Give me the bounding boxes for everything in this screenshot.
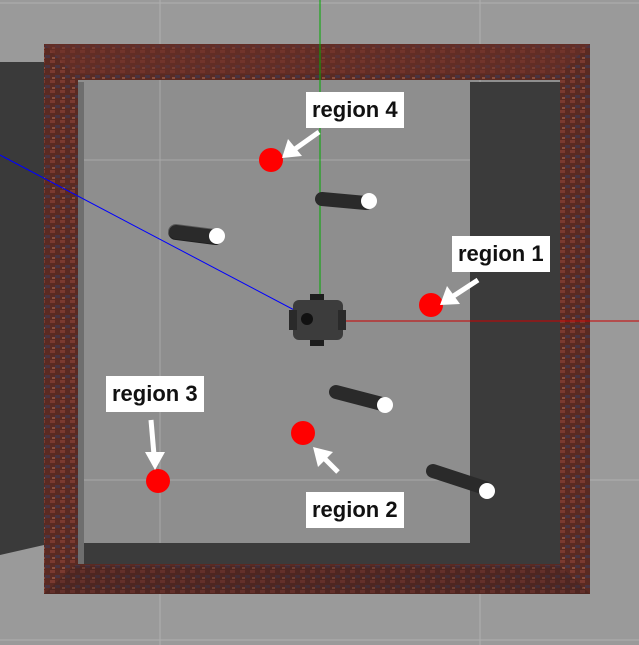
laser-ray bbox=[0, 154, 318, 323]
obstacle-cylinder[interactable] bbox=[315, 192, 377, 210]
region-4-label: region 4 bbox=[306, 92, 404, 128]
obstacle-cylinder[interactable] bbox=[168, 224, 225, 245]
wall-shadow-right bbox=[586, 110, 639, 250]
floor-shadow-right bbox=[470, 82, 560, 564]
floor-shadow-left bbox=[78, 82, 84, 564]
region-3-arrow bbox=[145, 419, 165, 470]
robot[interactable] bbox=[289, 294, 346, 346]
wall-shadow-left bbox=[0, 62, 44, 555]
region-3-label: region 3 bbox=[106, 376, 204, 412]
region-3-target[interactable] bbox=[146, 469, 170, 493]
region-4-target[interactable] bbox=[259, 148, 283, 172]
region-2-target[interactable] bbox=[291, 421, 315, 445]
floor-shadow-bottom bbox=[78, 543, 470, 564]
region-1-target[interactable] bbox=[419, 293, 443, 317]
region-4-arrow bbox=[282, 129, 321, 158]
obstacle-cylinder[interactable] bbox=[329, 385, 393, 413]
obstacle-cylinder[interactable] bbox=[426, 464, 495, 499]
region-2-arrow bbox=[313, 447, 340, 474]
region-2-label: region 2 bbox=[306, 492, 404, 528]
region-1-arrow bbox=[440, 277, 480, 305]
region-1-label: region 1 bbox=[452, 236, 550, 272]
